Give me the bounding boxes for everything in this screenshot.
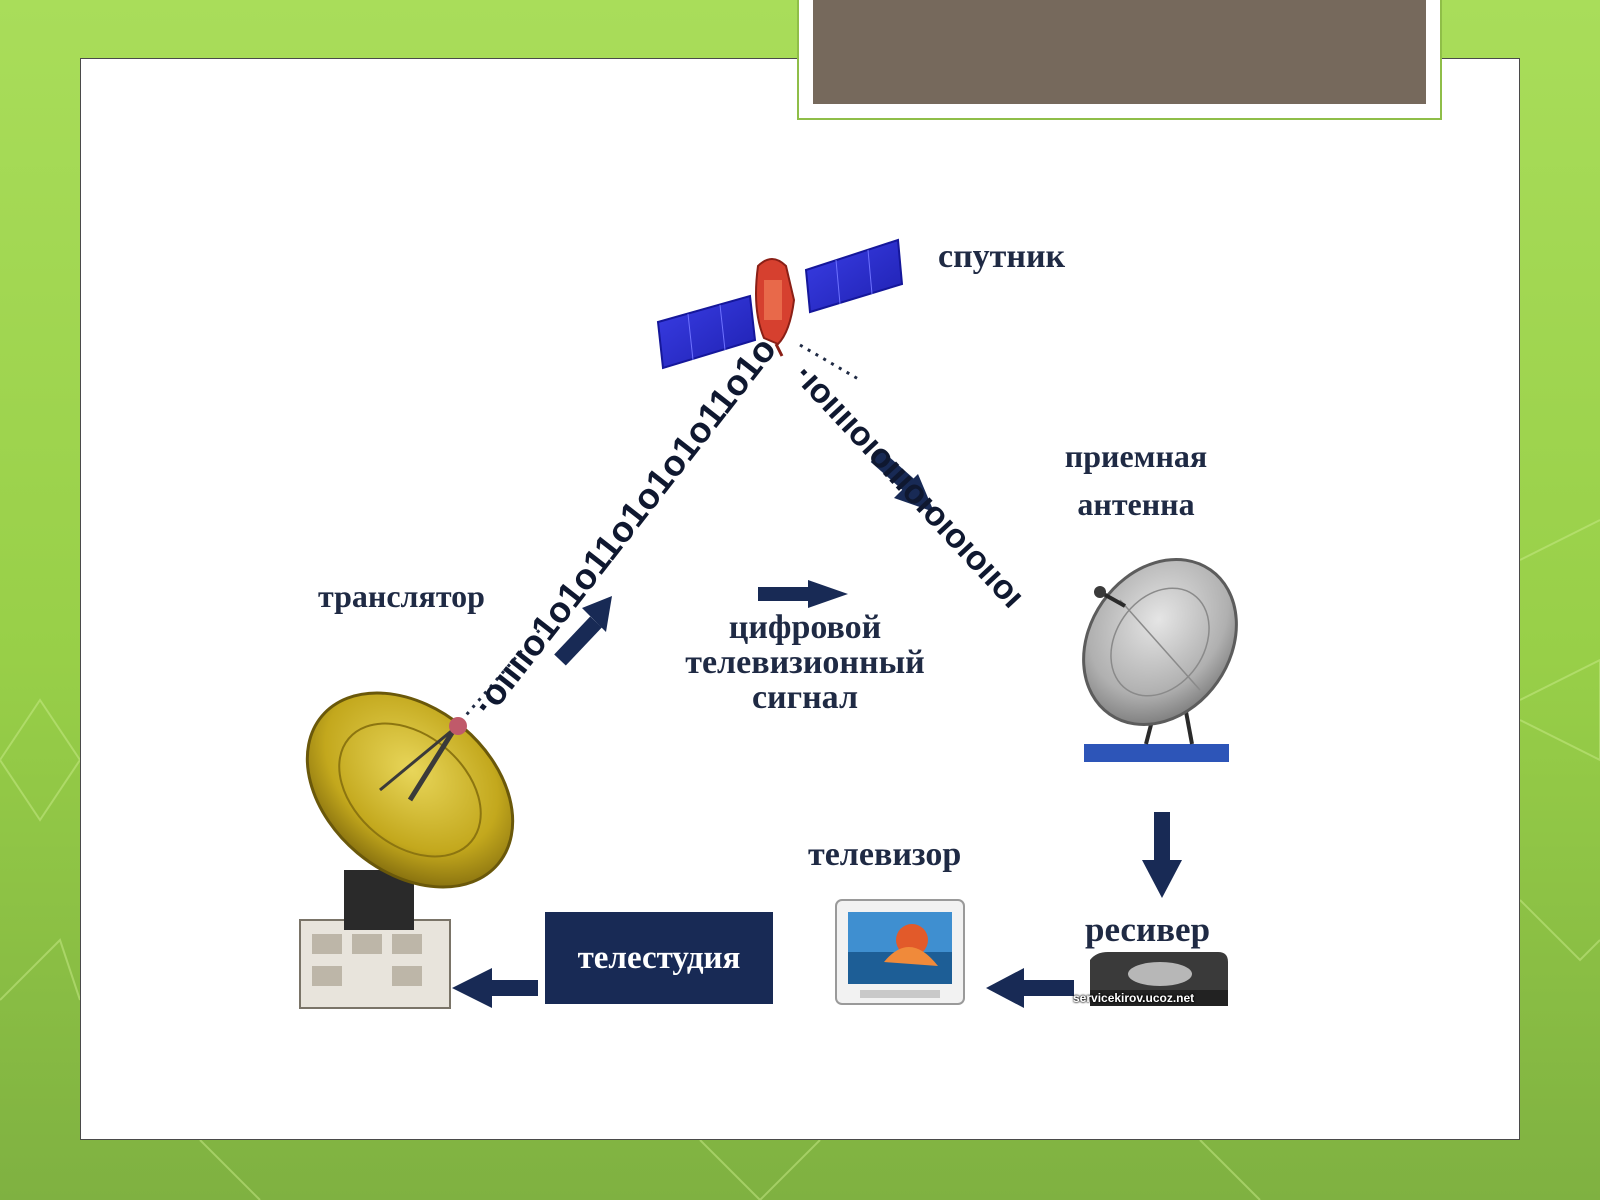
arrow-uplink-icon [554, 596, 612, 666]
label-transmitter: транслятор [318, 578, 485, 614]
receiver-box-icon [1090, 952, 1228, 1006]
label-satellite: спутник [938, 238, 1066, 275]
title-placeholder [797, 0, 1442, 120]
arrow-downlink-icon [870, 450, 934, 512]
studio-box: телестудия [545, 912, 773, 1004]
label-tv: телевизор [808, 836, 962, 873]
label-receiving-antenna-line1: приемная [1064, 438, 1208, 474]
arrow-receiver-to-tv-icon [986, 968, 1074, 1008]
satellite-icon [656, 238, 904, 370]
label-receiving-antenna-line2: антенна [1077, 486, 1195, 522]
label-digital-signal-line2: телевизионный [685, 644, 925, 681]
arrow-antenna-to-receiver-icon [1142, 812, 1182, 898]
arrow-studio-to-transmitter-icon [452, 968, 538, 1008]
title-bar [813, 0, 1426, 104]
tv-set-icon [835, 899, 965, 1005]
arrow-signal-legend-icon [758, 580, 848, 608]
label-digital-signal-line3: сигнал [751, 679, 859, 716]
label-digital-signal-line1: цифровой [728, 609, 882, 646]
label-digital-signal: цифровой телевизионный сигнал [650, 610, 960, 715]
uplink-dish-icon [299, 691, 515, 1009]
label-receiving-antenna: приемная антенна [1036, 432, 1236, 528]
watermark-text: servicekirov.ucoz.net [1073, 991, 1195, 1005]
label-receiver: ресивер [1085, 910, 1211, 949]
receiving-dish-icon [1082, 557, 1238, 762]
label-studio: телестудия [577, 939, 741, 976]
